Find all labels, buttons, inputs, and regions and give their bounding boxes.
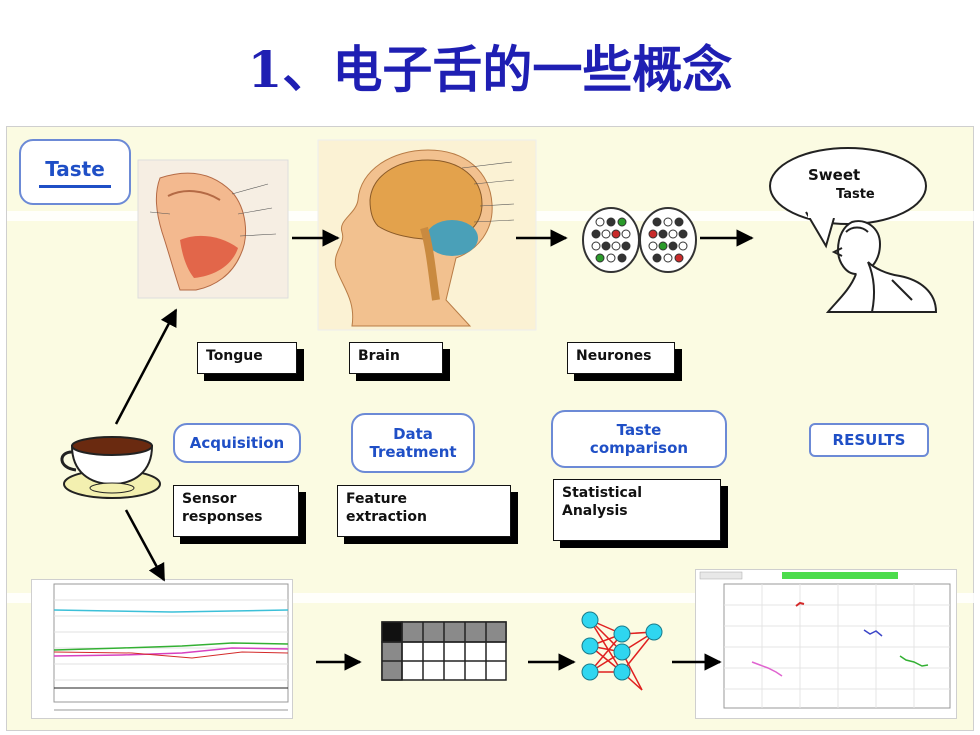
results-scatter-marks	[699, 571, 951, 709]
sensor-response-lines	[53, 583, 289, 711]
sensor-responses-line1: Sensor	[182, 491, 237, 507]
feature-extraction-line1: Feature	[346, 491, 407, 507]
data-treatment-stage: Data Treatment	[351, 413, 475, 473]
tongue-label: Tongue	[197, 342, 297, 374]
flow-arrows	[114, 229, 754, 671]
taste-comparison-label-line1: Taste	[616, 421, 662, 439]
page-title: 1、电子舌的一些概念	[247, 40, 733, 99]
taste-comparison-label-line2: comparison	[589, 439, 689, 457]
speech-line2: Taste	[836, 187, 875, 202]
sensor-responses-line2: responses	[182, 509, 263, 526]
man-figure-icon	[825, 220, 938, 313]
neurones-label: Neurones	[567, 342, 675, 374]
taste-label-box: Taste	[19, 139, 131, 205]
speech-bubble: Sweet Taste	[769, 147, 927, 249]
sensor-responses-box: Sensor responses	[173, 485, 299, 537]
tongue-nose-illustration	[137, 159, 289, 299]
brain-head-illustration	[317, 139, 537, 331]
brain-label: Brain	[349, 342, 443, 374]
background-band	[7, 593, 975, 603]
sensor-response-plot	[31, 579, 293, 719]
statistical-analysis-line2: Analysis	[562, 503, 628, 520]
results-label: RESULTS	[832, 431, 906, 449]
neurone-dishes-icon	[582, 207, 697, 273]
neural-network-icon	[581, 611, 663, 691]
results-stage: RESULTS	[809, 423, 929, 457]
coffee-cup-icon	[60, 436, 161, 499]
statistical-analysis-box: Statistical Analysis	[553, 479, 721, 541]
taste-underline	[39, 184, 111, 188]
feature-extraction-line2: extraction	[346, 509, 427, 526]
taste-label: Taste	[45, 156, 105, 181]
speech-line1: Sweet	[808, 166, 860, 184]
statistical-analysis-line1: Statistical	[562, 485, 643, 501]
acquisition-label: Acquisition	[189, 434, 285, 452]
taste-comparison-stage: Taste comparison	[551, 410, 727, 468]
data-treatment-label-line1: Data	[393, 425, 433, 443]
acquisition-stage: Acquisition	[173, 423, 301, 463]
results-scatter-plot	[695, 569, 957, 719]
feature-matrix-icon	[381, 621, 507, 681]
data-treatment-label-line2: Treatment	[369, 443, 457, 461]
feature-extraction-box: Feature extraction	[337, 485, 511, 537]
